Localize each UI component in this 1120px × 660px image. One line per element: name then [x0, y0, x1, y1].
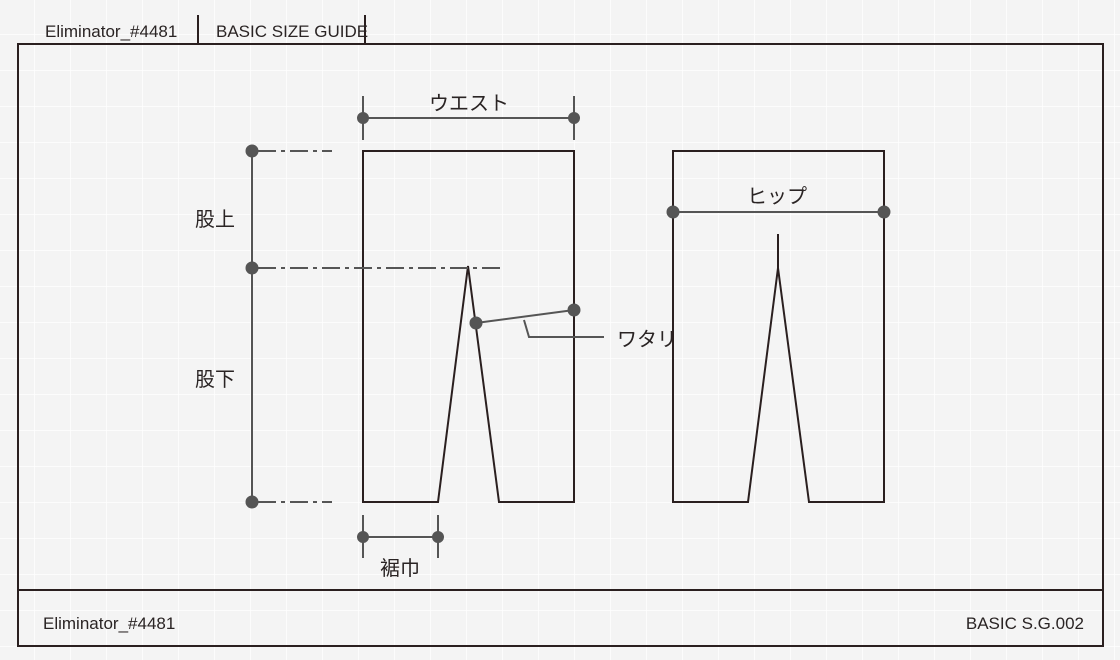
hem-dimension	[357, 515, 444, 558]
outer-frame	[17, 43, 1104, 647]
hem-label: 裾巾	[380, 557, 420, 580]
waist-dimension	[357, 96, 580, 140]
pants-front-outline	[362, 150, 575, 503]
waist-label: ウエスト	[429, 93, 509, 115]
thigh-label: ワタリ	[617, 328, 677, 351]
header-model: Eliminator_#4481	[45, 22, 177, 41]
hip-dimension	[666, 205, 891, 219]
inseam-label: 股下	[195, 369, 235, 391]
footer-code: BASIC S.G.002	[966, 614, 1084, 633]
pants-back-outline	[672, 150, 885, 503]
header-title: BASIC SIZE GUIDE	[216, 22, 368, 41]
thigh-dimension	[469, 303, 604, 338]
hip-label: ヒップ	[747, 186, 807, 208]
footer-model: Eliminator_#4481	[43, 614, 175, 633]
length-dimension	[245, 144, 502, 509]
rise-label: 股上	[195, 208, 235, 231]
header-tabs	[197, 15, 366, 44]
